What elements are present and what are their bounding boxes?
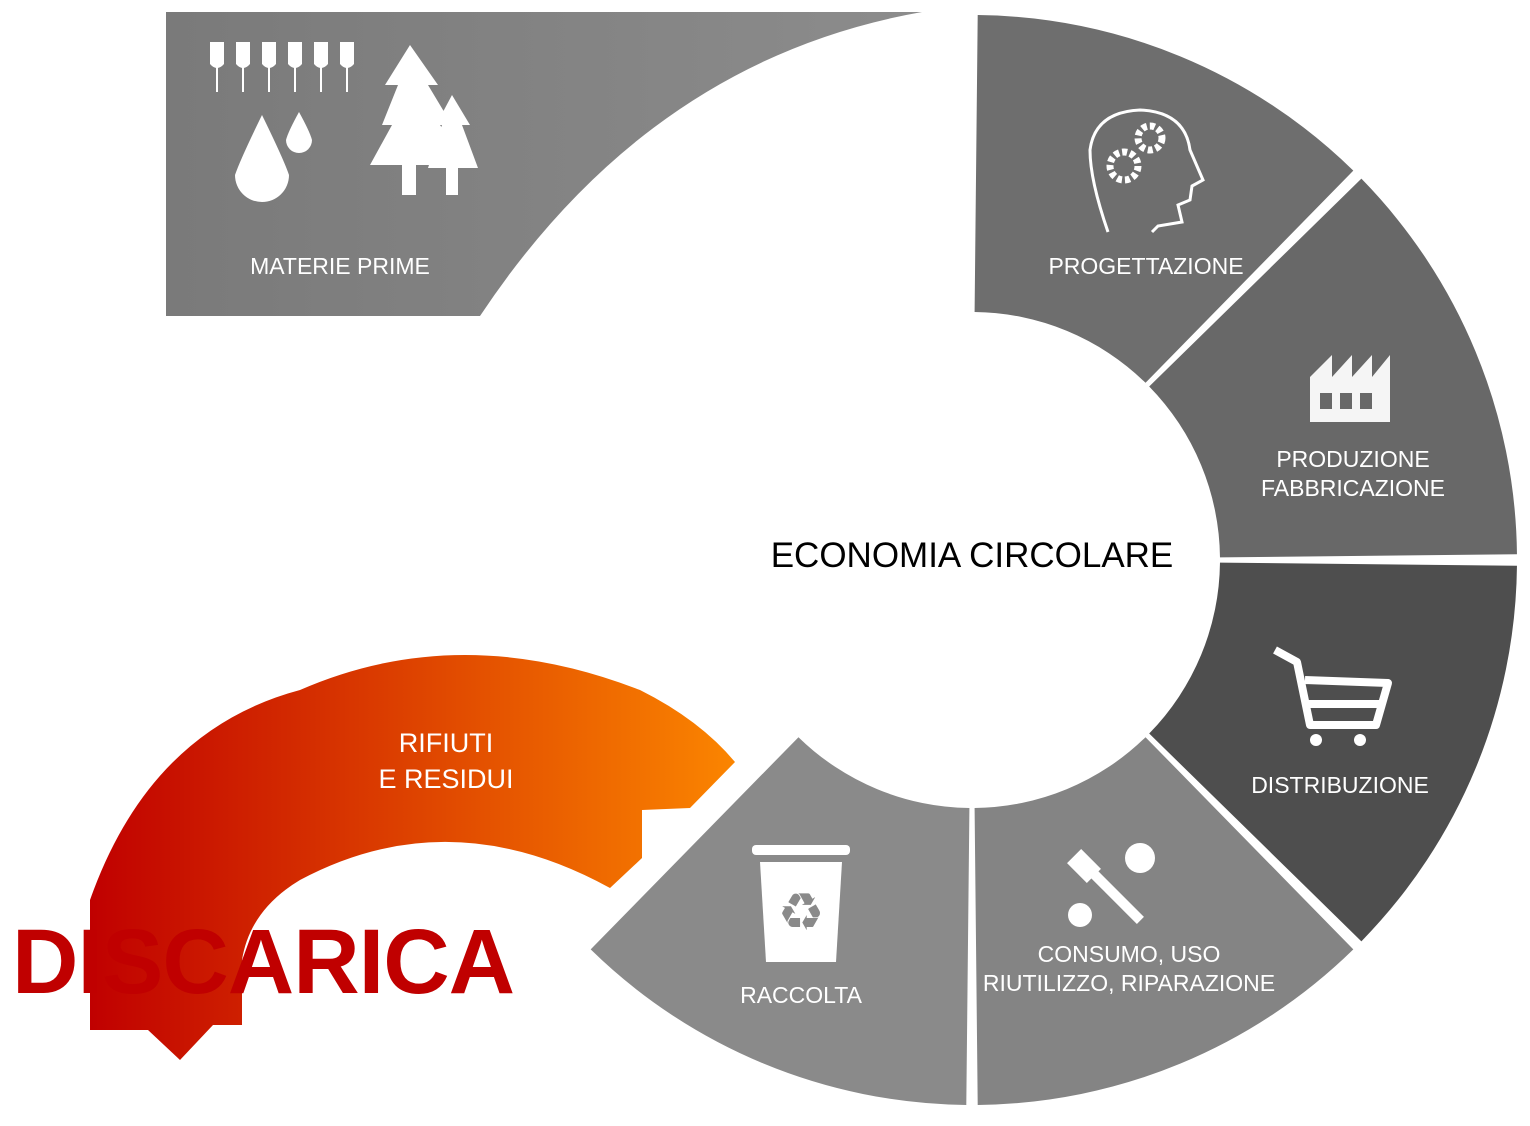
recycle-bin-icon: ♻ bbox=[752, 845, 850, 962]
wheat-icon bbox=[210, 42, 224, 92]
label-rifiuti-line1: RIFIUTI bbox=[398, 728, 494, 758]
segment-distribuzione bbox=[1149, 562, 1517, 942]
water-drop-icon bbox=[235, 115, 289, 202]
label-distribuzione: DISTRIBUZIONE bbox=[1251, 772, 1429, 798]
tree-icon bbox=[428, 95, 478, 195]
label-consumo-line1: CONSUMO, USO bbox=[1037, 941, 1221, 967]
raw-materials-icon bbox=[210, 42, 478, 202]
segment-progettazione bbox=[974, 15, 1354, 383]
wheat-icon bbox=[314, 42, 328, 92]
recycle-symbol-icon: ♻ bbox=[778, 883, 825, 943]
label-consumo: CONSUMO, USO RIUTILIZZO, RIPARAZIONE bbox=[983, 940, 1275, 998]
label-progettazione: PROGETTAZIONE bbox=[1048, 253, 1244, 279]
label-raccolta: RACCOLTA bbox=[740, 982, 862, 1008]
wheat-icon bbox=[340, 42, 354, 92]
segment-produzione bbox=[1149, 178, 1517, 558]
head-gears-icon bbox=[1088, 108, 1205, 234]
label-rifiuti-line2: E RESIDUI bbox=[378, 764, 514, 794]
wheat-icon bbox=[262, 42, 276, 92]
label-materie-prime: MATERIE PRIME bbox=[250, 253, 430, 279]
shopping-cart-icon bbox=[1273, 646, 1392, 746]
segment-materie-prime bbox=[166, 12, 922, 316]
tools-icon bbox=[1067, 843, 1155, 927]
label-produzione-line1: PRODUZIONE bbox=[1276, 446, 1430, 472]
water-drop-icon bbox=[286, 112, 312, 153]
label-consumo-line2: RIUTILIZZO, RIPARAZIONE bbox=[982, 970, 1276, 996]
diagram-title: ECONOMIA CIRCOLARE bbox=[770, 536, 1174, 575]
wheat-icon bbox=[288, 42, 302, 92]
segment-consumo bbox=[974, 737, 1354, 1105]
label-produzione-line2: FABBRICAZIONE bbox=[1260, 475, 1446, 501]
label-discarica: DISCARICA bbox=[12, 911, 515, 1013]
label-produzione: PRODUZIONE FABBRICAZIONE bbox=[1261, 445, 1445, 503]
segment-rifiuti bbox=[90, 655, 735, 1060]
wheat-icon bbox=[236, 42, 250, 92]
label-rifiuti: RIFIUTI E RESIDUI bbox=[378, 725, 513, 797]
factory-icon bbox=[1310, 355, 1390, 422]
